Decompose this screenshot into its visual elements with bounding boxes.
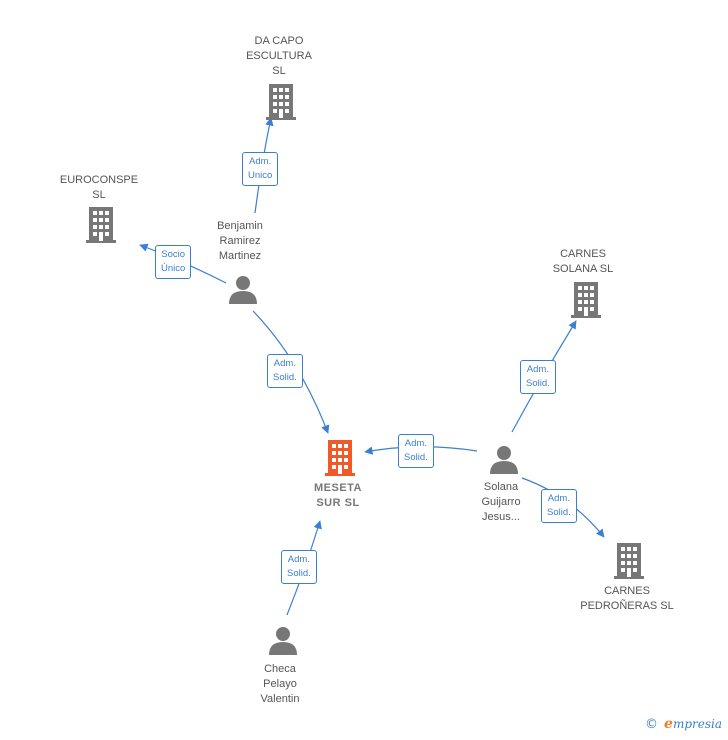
copyright-symbol: © — [645, 716, 659, 732]
node-meseta[interactable]: MESETA SUR SL — [288, 481, 388, 511]
building-icon[interactable] — [266, 84, 296, 120]
node-label: Benjamin Ramirez Martinez — [217, 220, 263, 262]
node-checa[interactable]: Checa Pelayo Valentin — [230, 662, 330, 707]
node-label: Solana Guijarro Jesus... — [481, 481, 521, 523]
building-icon[interactable] — [571, 282, 601, 318]
edge-label: Socio Único — [155, 245, 192, 279]
node-solana[interactable]: Solana Guijarro Jesus... — [451, 480, 551, 525]
node-label: CARNES PEDROÑERAS SL — [580, 585, 674, 612]
edge-label: Adm. Solid. — [398, 434, 434, 468]
building-icon[interactable] — [325, 440, 355, 476]
node-carnes-pedroneras[interactable]: CARNES PEDROÑERAS SL — [567, 584, 687, 614]
node-label: EUROCONSPE SL — [59, 174, 139, 201]
edge-label: Adm. Solid. — [520, 360, 556, 394]
node-label: DA CAPO ESCULTURA SL — [246, 35, 312, 77]
brand-initial: e — [664, 716, 673, 732]
node-label: MESETA SUR SL — [313, 482, 363, 509]
edge-label: Adm. Unico — [242, 152, 279, 186]
person-icon[interactable] — [229, 276, 257, 304]
building-icon[interactable] — [614, 543, 644, 579]
node-label: Checa Pelayo Valentin — [260, 663, 300, 705]
edge-label: Adm. Solid. — [281, 550, 317, 584]
brand-footer[interactable]: © e mpresia — [645, 716, 722, 732]
person-icon[interactable] — [490, 446, 518, 474]
brand-name: mpresia — [672, 717, 722, 731]
node-carnes-solana[interactable]: CARNES SOLANA SL — [533, 247, 633, 277]
node-label: CARNES SOLANA SL — [552, 248, 614, 275]
node-da-capo[interactable]: DA CAPO ESCULTURA SL — [229, 34, 329, 79]
building-icon[interactable] — [86, 207, 116, 243]
edge-label: Adm. Solid. — [267, 354, 303, 388]
node-euroconspe[interactable]: EUROCONSPE SL — [49, 173, 149, 203]
node-benjamin[interactable]: Benjamin Ramirez Martinez — [190, 219, 290, 264]
person-icon[interactable] — [269, 627, 297, 655]
edge-label: Adm. Solid. — [541, 489, 577, 523]
